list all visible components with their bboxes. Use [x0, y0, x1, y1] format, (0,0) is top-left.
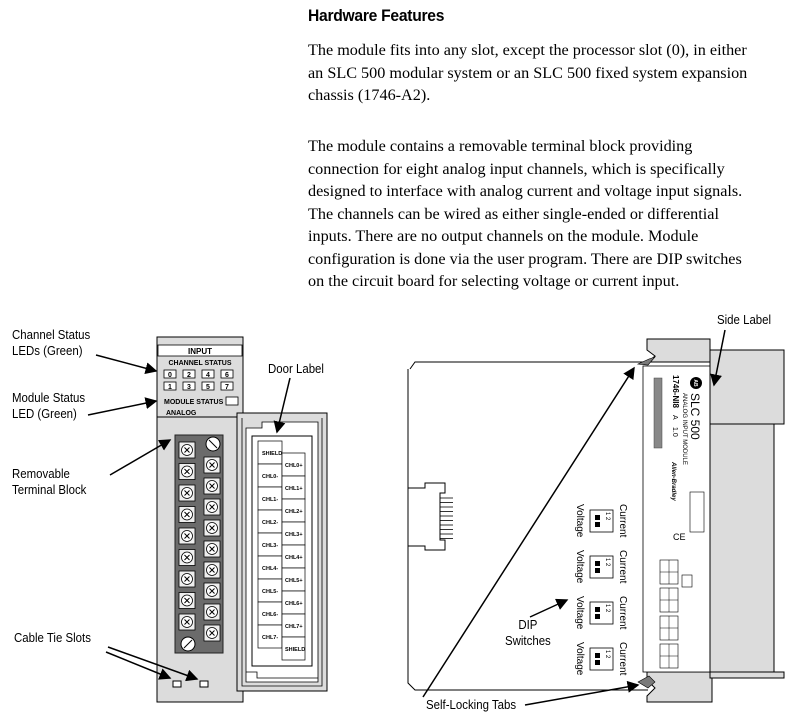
- label-series: A: [671, 415, 678, 420]
- label-catalog: 1746-NI8: [671, 375, 680, 408]
- callout-removable-terminal-block: Removable Terminal Block: [12, 466, 87, 497]
- dip-switch-3[interactable]: Current Voltage 1 2: [574, 596, 628, 630]
- side-view-diagram: AB SLC 500 ANALOG INPUT MODULE 1746-NI8 …: [407, 329, 785, 706]
- dip-voltage-label: Voltage: [574, 504, 585, 538]
- dip-current-label: Current: [617, 550, 628, 584]
- channel-led-5: [201, 381, 215, 391]
- callout-dip-switches: DIP Switches: [505, 617, 551, 648]
- door-label-terminal: CHL7-: [262, 635, 278, 641]
- callout-module-status-led: Module Status LED (Green): [12, 390, 86, 421]
- ce-mark-icon: CE: [673, 532, 686, 542]
- channel-status-label: CHANNEL STATUS: [169, 360, 232, 367]
- side-housing: [709, 423, 775, 673]
- dip-switch-2[interactable]: Current Voltage 1 2: [574, 550, 628, 584]
- door-label-terminal: CHL5+: [285, 578, 303, 584]
- door-label-terminal: CHL0-: [262, 474, 278, 480]
- dip-current-label: Current: [617, 504, 628, 538]
- door-label-terminal: CHL2+: [285, 509, 303, 515]
- label-product: ANALOG INPUT MODULE: [681, 393, 687, 465]
- door-label-terminal: CHL6+: [285, 601, 303, 607]
- door-label-terminal: CHL1+: [285, 486, 303, 492]
- cable-tie-slot-left: [172, 680, 182, 688]
- channel-led-label: 5: [206, 384, 210, 391]
- input-label: INPUT: [188, 347, 212, 356]
- module-status-label: MODULE STATUS: [164, 399, 224, 406]
- paragraph-slot-info: The module fits into any slot, except th…: [308, 41, 748, 104]
- channel-led-3: [182, 381, 196, 391]
- channel-led-label: 4: [206, 372, 210, 379]
- door-label-terminal: SHIELD: [285, 647, 305, 653]
- callout-channel-status-leds: Channel Status LEDs (Green): [12, 327, 91, 358]
- door: SHIELD CHL0- CHL1- CHL2- CHL3- CHL4- CHL5- CHL6…: [236, 412, 328, 692]
- door-label-terminal: CHL7+: [285, 624, 303, 630]
- dip-voltage-label: Voltage: [574, 642, 585, 676]
- callout-self-locking-tabs: Self-Locking Tabs: [426, 697, 517, 712]
- channel-led-label: 7: [225, 384, 229, 391]
- self-locking-tab-bottom: [646, 671, 713, 703]
- channel-led-1: [163, 381, 177, 391]
- channel-led-grid: 0 2 4 6 1 3 5 7: [163, 369, 234, 391]
- label-manufacturer: Allen-Bradley: [670, 461, 676, 501]
- door-label-terminal: CHL1-: [262, 497, 278, 503]
- channel-led-label: 3: [187, 384, 191, 391]
- door-label-terminal: CHL4+: [285, 555, 303, 561]
- self-locking-tab-top: [646, 338, 711, 363]
- channel-led-6: [220, 369, 234, 379]
- door-label-terminal: CHL0+: [285, 463, 303, 469]
- channel-led-2: [182, 369, 196, 379]
- removable-terminal-block: [174, 434, 224, 654]
- door-label-terminal: CHL4-: [262, 566, 278, 572]
- side-label-panel: [709, 349, 785, 425]
- cable-tie-slot-right: [199, 680, 209, 688]
- label-revision: 1.0: [671, 427, 678, 437]
- door-label-terminal: SHIELD: [262, 451, 282, 457]
- door-label-terminal: CHL5-: [262, 589, 278, 595]
- door-label-terminal: CHL3-: [262, 543, 278, 549]
- channel-led-0: [163, 369, 177, 379]
- svg-text:AB: AB: [692, 379, 698, 387]
- channel-led-label: 6: [225, 372, 229, 379]
- section-heading: Hardware Features: [308, 6, 445, 25]
- module-status-led: [225, 396, 239, 406]
- channel-led-label: 0: [168, 372, 172, 379]
- callout-side-label: Side Label: [717, 312, 772, 327]
- dip-switch-1[interactable]: Current Voltage 1 2: [574, 504, 628, 538]
- channel-led-7: [220, 381, 234, 391]
- callout-cable-tie-slots: Cable Tie Slots: [14, 630, 91, 645]
- analog-label: ANALOG: [166, 410, 197, 417]
- dip-current-label: Current: [617, 596, 628, 630]
- door-label-cell: [281, 636, 306, 661]
- dip-positions-label: 1 2: [604, 512, 610, 521]
- channel-led-label: 1: [168, 384, 172, 391]
- edge-connector: [408, 482, 446, 551]
- channel-led-label: 2: [187, 372, 191, 379]
- dip-voltage-label: Voltage: [574, 550, 585, 584]
- dip-positions-label: 1 2: [604, 558, 610, 567]
- door-label-terminal: CHL2-: [262, 520, 278, 526]
- door-label-terminal: CHL6-: [262, 612, 278, 618]
- dip-voltage-label: Voltage: [574, 596, 585, 630]
- label-brand: SLC 500: [688, 393, 702, 440]
- channel-led-4: [201, 369, 215, 379]
- dip-switch-4[interactable]: Current Voltage 1 2: [574, 642, 628, 676]
- front-panel: INPUT CHANNEL STATUS 0 2 4 6 1 3 5 7 MODULE STA…: [156, 336, 244, 418]
- dip-current-label: Current: [617, 642, 628, 676]
- paragraph-terminal-block: The module contains a removable terminal…: [308, 137, 743, 290]
- dip-positions-label: 1 2: [604, 650, 610, 659]
- door-label-terminal: CHL3+: [285, 532, 303, 538]
- dip-positions-label: 1 2: [604, 604, 610, 613]
- callout-door-label: Door Label: [268, 361, 324, 376]
